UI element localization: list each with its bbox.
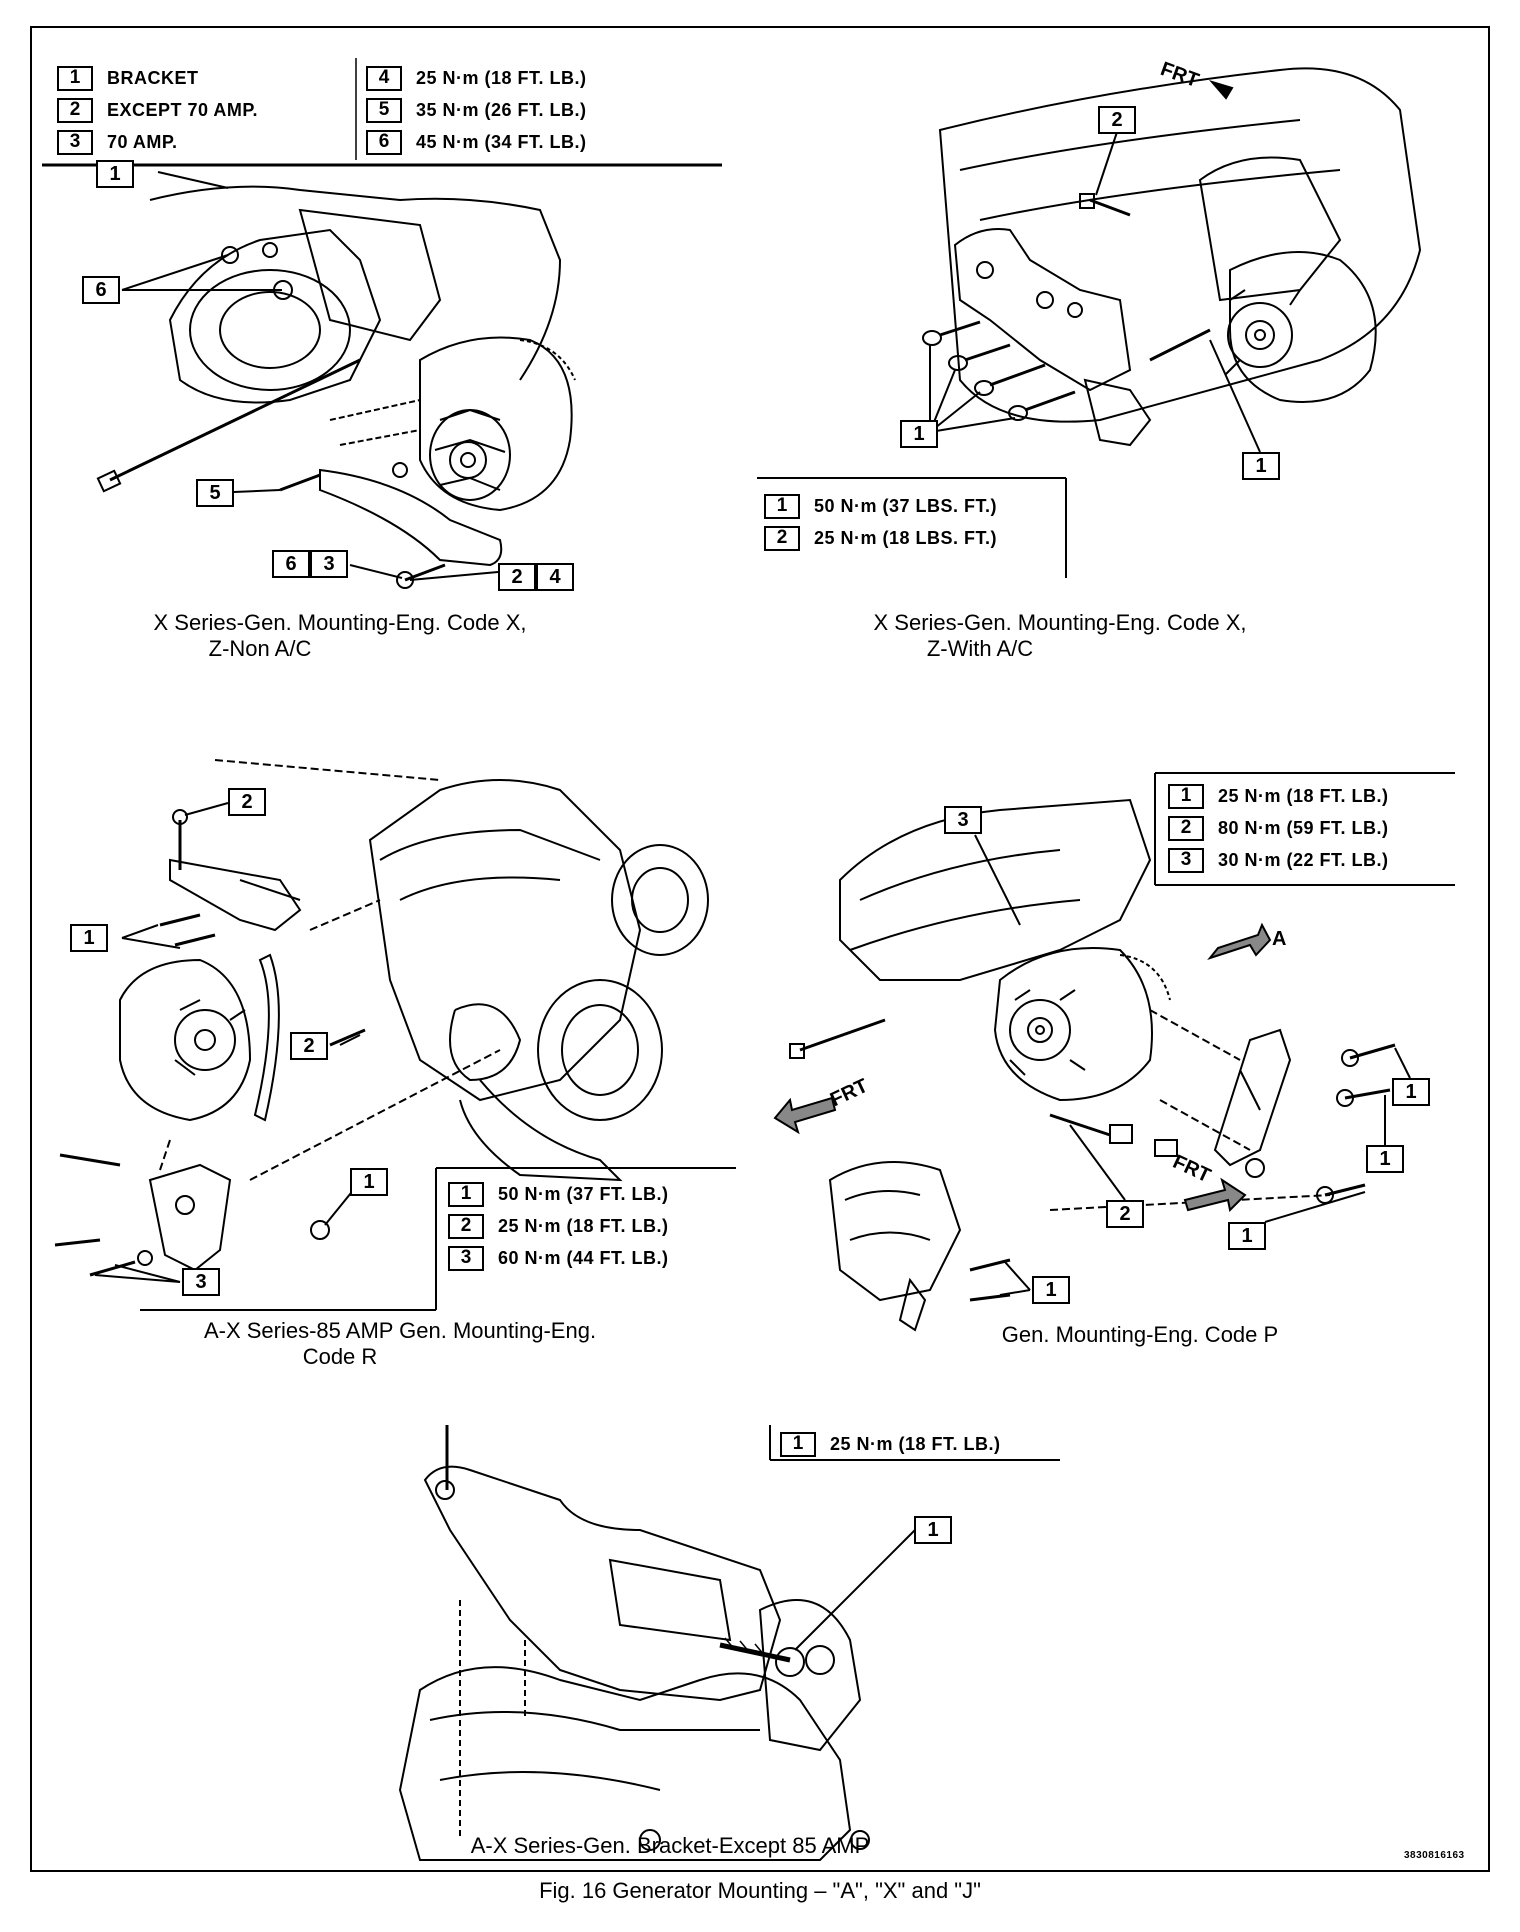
legend-row: 2 25 N·m (18 FT. LB.): [448, 1210, 669, 1242]
illustration-bottom: [398, 1425, 870, 1861]
legend-row: 3 30 N·m (22 FT. LB.): [1168, 844, 1389, 876]
legend-number-box: 2: [1168, 815, 1204, 841]
figure-code: 3830816163: [1404, 1850, 1465, 1861]
legend-number-box: 1: [780, 1431, 816, 1457]
callout-3: 3: [182, 1268, 220, 1296]
legend-number-box: 2: [448, 1213, 484, 1239]
legend-row: 1 25 N·m (18 FT. LB.): [780, 1428, 1001, 1460]
callout-2: 2: [228, 788, 266, 816]
legend-text: 25 N·m (18 FT. LB.): [1218, 785, 1389, 806]
callout-4: 4: [536, 563, 574, 591]
legend-number-box: 3: [57, 129, 93, 155]
legend-row: 2 25 N·m (18 LBS. FT.): [764, 522, 997, 554]
legend-row: 1 BRACKET: [57, 62, 258, 94]
legend-row: 5 35 N·m (26 FT. LB.): [366, 94, 587, 126]
caption-mid-left: A-X Series-85 AMP Gen. Mounting-Eng. Cod…: [140, 1318, 660, 1370]
caption-line: Z-With A/C: [926, 636, 1034, 661]
caption-mid-right: Gen. Mounting-Eng. Code P: [1001, 1322, 1279, 1347]
legend-text: 30 N·m (22 FT. LB.): [1218, 849, 1389, 870]
illustration-top-right: [922, 67, 1422, 447]
illustration-mid-left: [54, 759, 709, 1277]
legend-text: BRACKET: [107, 67, 199, 88]
caption-line: Code R: [302, 1344, 378, 1369]
legend-text: 45 N·m (34 FT. LB.): [416, 131, 587, 152]
legend-row: 3 70 AMP.: [57, 126, 258, 158]
legend-text: 80 N·m (59 FT. LB.): [1218, 817, 1389, 838]
a-direction-label: A: [1272, 928, 1287, 950]
callout-2: 2: [498, 563, 536, 591]
callout-2: 2: [1106, 1200, 1144, 1228]
legend-number-box: 1: [448, 1181, 484, 1207]
caption-top-left: X Series-Gen. Mounting-Eng. Code X, Z-No…: [90, 610, 590, 662]
legend-text: 50 N·m (37 LBS. FT.): [814, 495, 998, 516]
illustration-top-left: [96, 185, 576, 589]
legend-number-box: 2: [764, 525, 800, 551]
caption-line: X Series-Gen. Mounting-Eng. Code X,: [153, 610, 527, 635]
legend-mid-right: 1 25 N·m (18 FT. LB.) 2 80 N·m (59 FT. LB.…: [1168, 780, 1389, 876]
legend-number-box: 4: [366, 65, 402, 91]
callout-2: 2: [290, 1032, 328, 1060]
callout-1: 1: [1032, 1276, 1070, 1304]
legend-row: 4 25 N·m (18 FT. LB.): [366, 62, 587, 94]
legend-text: 25 N·m (18 FT. LB.): [498, 1215, 669, 1236]
legend-row: 2 EXCEPT 70 AMP.: [57, 94, 258, 126]
legend-text: 50 N·m (37 FT. LB.): [498, 1183, 669, 1204]
callout-1: 1: [1228, 1222, 1266, 1250]
legend-top-right: 1 50 N·m (37 LBS. FT.) 2 25 N·m (18 LBS. F…: [764, 490, 997, 554]
legend-text: EXCEPT 70 AMP.: [107, 99, 259, 120]
legend-row: 2 80 N·m (59 FT. LB.): [1168, 812, 1389, 844]
caption-line: Z-Non A/C: [208, 636, 312, 661]
legend-row: 1 50 N·m (37 FT. LB.): [448, 1178, 669, 1210]
legend-row: 1 25 N·m (18 FT. LB.): [1168, 780, 1389, 812]
legend-text: 25 N·m (18 FT. LB.): [416, 67, 587, 88]
legend-mid-left: 1 50 N·m (37 FT. LB.) 2 25 N·m (18 FT. LB.…: [448, 1178, 669, 1274]
legend-top-left-torques: 4 25 N·m (18 FT. LB.) 5 35 N·m (26 FT. LB.…: [366, 62, 587, 158]
legend-row: 1 50 N·m (37 LBS. FT.): [764, 490, 997, 522]
callout-5: 5: [196, 479, 234, 507]
callout-1: 1: [70, 924, 108, 952]
callout-1: 1: [1392, 1078, 1430, 1106]
legend-text: 25 N·m (18 LBS. FT.): [814, 527, 998, 548]
legend-number-box: 1: [57, 65, 93, 91]
callout-1: 1: [1366, 1145, 1404, 1173]
legend-text: 60 N·m (44 FT. LB.): [498, 1247, 669, 1268]
callout-1: 1: [96, 160, 134, 188]
callout-6: 6: [272, 550, 310, 578]
legend-number-box: 3: [448, 1245, 484, 1271]
callout-1: 1: [350, 1168, 388, 1196]
callout-3: 3: [944, 806, 982, 834]
caption-line: X Series-Gen. Mounting-Eng. Code X,: [873, 610, 1247, 635]
callout-2: 2: [1098, 106, 1136, 134]
caption-top-right: X Series-Gen. Mounting-Eng. Code X, Z-Wi…: [810, 610, 1310, 662]
figure-frame: [30, 26, 1490, 1872]
legend-top-left-parts: 1 BRACKET 2 EXCEPT 70 AMP. 3 70 AMP.: [57, 62, 258, 158]
legend-number-box: 1: [764, 493, 800, 519]
callout-6: 6: [82, 276, 120, 304]
caption-bottom: A-X Series-Gen. Bracket-Except 85 AMP: [470, 1833, 870, 1858]
legend-row: 3 60 N·m (44 FT. LB.): [448, 1242, 669, 1274]
legend-row: 6 45 N·m (34 FT. LB.): [366, 126, 587, 158]
legend-number-box: 5: [366, 97, 402, 123]
callout-1: 1: [914, 1516, 952, 1544]
legend-number-box: 1: [1168, 783, 1204, 809]
legend-text: 25 N·m (18 FT. LB.): [830, 1433, 1001, 1454]
legend-number-box: 3: [1168, 847, 1204, 873]
callout-1: 1: [900, 420, 938, 448]
callout-3: 3: [310, 550, 348, 578]
legend-text: 35 N·m (26 FT. LB.): [416, 99, 587, 120]
figure-caption: Fig. 16 Generator Mounting – "A", "X" an…: [539, 1878, 981, 1903]
callout-1: 1: [1242, 452, 1280, 480]
legend-number-box: 2: [57, 97, 93, 123]
legend-bottom: 1 25 N·m (18 FT. LB.): [780, 1428, 1001, 1460]
legend-number-box: 6: [366, 129, 402, 155]
legend-text: 70 AMP.: [107, 131, 178, 152]
illustration-mid-right: [773, 798, 1396, 1332]
caption-line: A-X Series-85 AMP Gen. Mounting-Eng.: [203, 1318, 597, 1343]
